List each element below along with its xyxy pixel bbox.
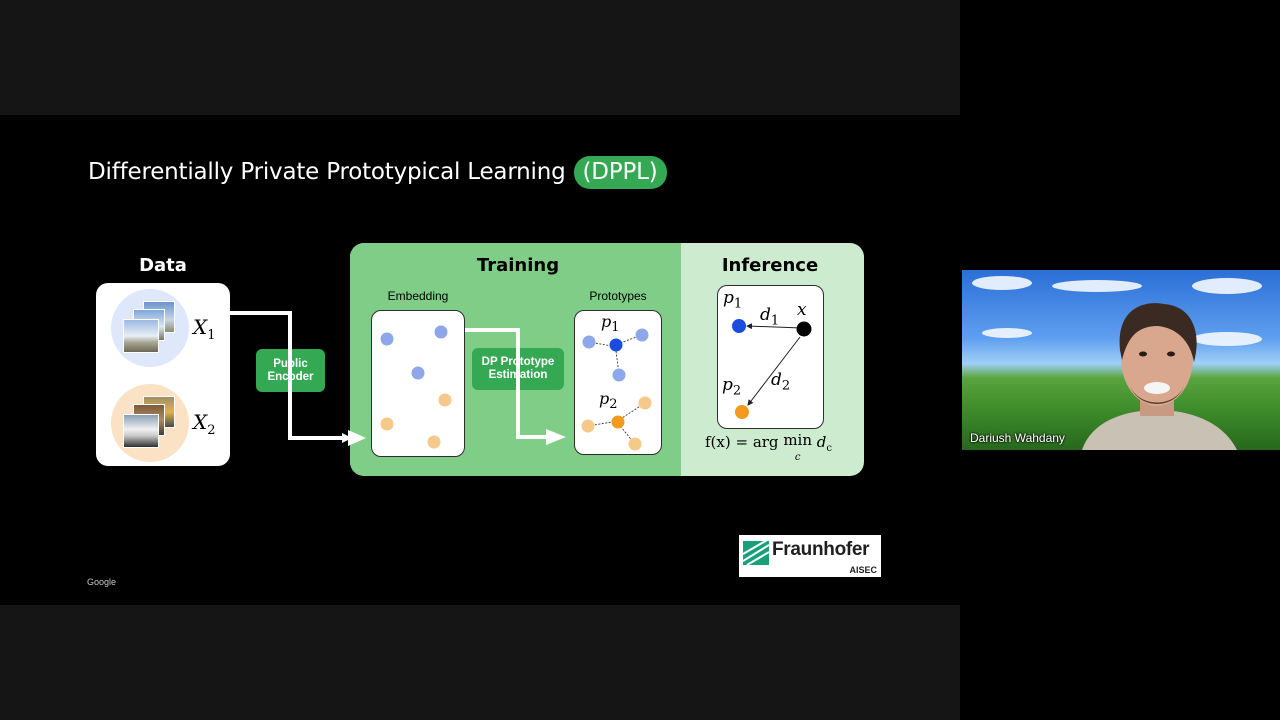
fraunhofer-logo-name: Fraunhofer — [772, 539, 870, 560]
data-panel-label: Data — [139, 255, 187, 276]
cloud-shape — [982, 328, 1032, 338]
inference-p2-label: p2 — [722, 375, 742, 399]
x1-label: X1 — [193, 315, 216, 343]
prototypes-label: Prototypes — [589, 289, 647, 303]
google-footer-mark: Google — [87, 577, 117, 587]
prototype-p1-label: p1 — [601, 312, 620, 336]
class1-images-circle — [111, 289, 189, 367]
inference-p1-label: p1 — [723, 288, 743, 312]
x2-label: X2 — [193, 410, 216, 438]
inference-x-label: x — [797, 300, 807, 320]
screen-share-area: Differentially Private Prototypical Lear… — [0, 0, 960, 720]
airplane-image-front — [123, 319, 159, 353]
cloud-shape — [972, 276, 1032, 290]
fraunhofer-logo-sub: AISEC — [849, 565, 877, 575]
inference-label: Inference — [721, 255, 819, 276]
cloud-shape — [1192, 332, 1262, 346]
data-card: X1 X2 — [96, 283, 230, 466]
embedding-label: Embedding — [387, 289, 449, 303]
cloud-shape — [1052, 280, 1142, 292]
slide-title-tag: (DPPL) — [573, 156, 667, 189]
fraunhofer-logo: Fraunhofer AISEC — [739, 535, 881, 577]
embedding-card — [371, 310, 465, 457]
slide-title-text: Differentially Private Prototypical Lear… — [88, 159, 566, 185]
participant-name-label: Dariush Wahdany — [970, 431, 1065, 445]
fraunhofer-emblem-icon — [743, 541, 769, 565]
inference-d1-label: d1 — [760, 305, 780, 329]
presentation-slide: Differentially Private Prototypical Lear… — [0, 115, 960, 605]
inference-d2-label: d2 — [771, 370, 791, 394]
participant-video-tile[interactable]: Dariush Wahdany — [962, 270, 1280, 450]
participant-person-avatar — [1082, 303, 1237, 450]
training-label: Training — [476, 255, 560, 276]
slide-title: Differentially Private Prototypical Lear… — [88, 155, 667, 189]
cloud-shape — [1192, 278, 1262, 294]
class2-images-circle — [111, 384, 189, 462]
car-image-front — [123, 414, 159, 448]
prototype-p2-label: p2 — [599, 389, 618, 413]
